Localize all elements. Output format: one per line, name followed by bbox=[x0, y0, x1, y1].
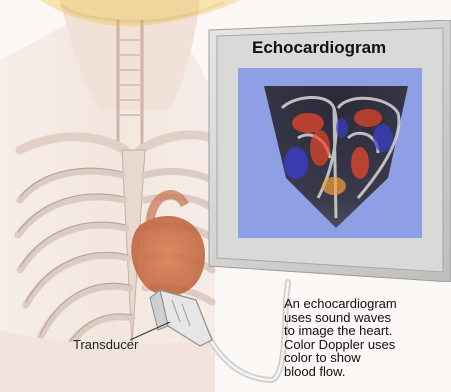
description-text: An echocardiogram uses sound waves to im… bbox=[284, 297, 451, 378]
monitor-title: Echocardiogram bbox=[252, 38, 432, 58]
description-line: color to show bbox=[284, 351, 451, 365]
echo-screen bbox=[238, 68, 422, 238]
description-line: An echocardiogram bbox=[284, 297, 451, 311]
description-line: uses sound waves bbox=[284, 311, 451, 325]
description-line: blood flow. bbox=[284, 365, 451, 379]
description-line: Color Doppler uses bbox=[284, 338, 451, 352]
description-line: to image the heart. bbox=[284, 324, 451, 338]
transducer-label: Transducer bbox=[73, 337, 138, 352]
